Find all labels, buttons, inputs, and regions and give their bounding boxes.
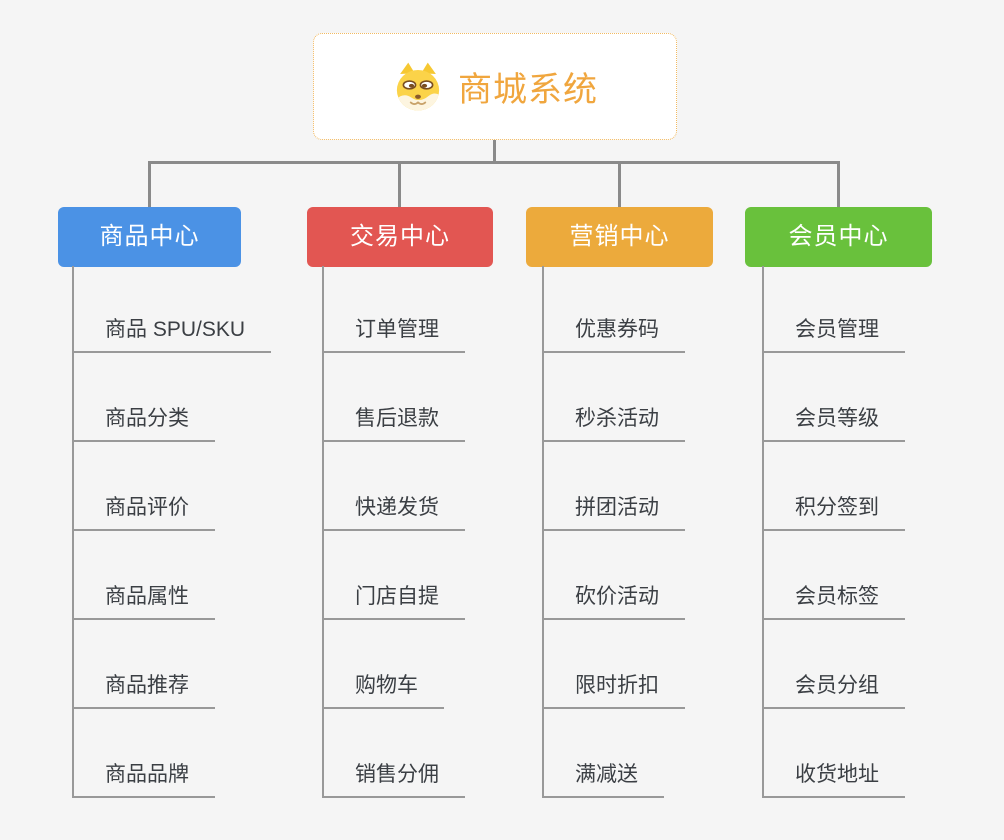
product-center-children: 商品 SPU/SKU 商品分类 商品评价 商品属性 商品推荐 商品品牌 bbox=[72, 264, 272, 798]
connector-drop-trade bbox=[398, 164, 401, 207]
branch-stem-marketing bbox=[542, 266, 544, 798]
leaf-node[interactable]: 门店自提 bbox=[322, 531, 465, 620]
leaf-node[interactable]: 商品 SPU/SKU bbox=[72, 264, 272, 353]
root-title: 商城系统 bbox=[458, 71, 598, 109]
leaf-node[interactable]: 收货地址 bbox=[762, 709, 905, 798]
leaf-node[interactable]: 砍价活动 bbox=[542, 531, 685, 620]
branch-member-center[interactable]: 会员中心 bbox=[745, 207, 932, 267]
leaf-node[interactable]: 秒杀活动 bbox=[542, 353, 685, 442]
member-center-children: 会员管理 会员等级 积分签到 会员标签 会员分组 收货地址 bbox=[762, 264, 905, 798]
doge-icon bbox=[396, 62, 440, 111]
leaf-node[interactable]: 商品分类 bbox=[72, 353, 215, 442]
leaf-node[interactable]: 会员管理 bbox=[762, 264, 905, 353]
leaf-node[interactable]: 订单管理 bbox=[322, 264, 465, 353]
leaf-node[interactable]: 销售分佣 bbox=[322, 709, 465, 798]
leaf-node[interactable]: 购物车 bbox=[322, 620, 444, 709]
branch-marketing-center[interactable]: 营销中心 bbox=[526, 207, 713, 267]
branch-stem-trade bbox=[322, 266, 324, 798]
leaf-node[interactable]: 会员等级 bbox=[762, 353, 905, 442]
connector-root-drop bbox=[493, 140, 496, 164]
leaf-node[interactable]: 限时折扣 bbox=[542, 620, 685, 709]
branch-trade-center[interactable]: 交易中心 bbox=[307, 207, 493, 267]
connector-bus bbox=[148, 161, 840, 164]
leaf-node[interactable]: 会员标签 bbox=[762, 531, 905, 620]
leaf-node[interactable]: 商品评价 bbox=[72, 442, 215, 531]
leaf-node[interactable]: 会员分组 bbox=[762, 620, 905, 709]
connector-drop-marketing bbox=[618, 164, 621, 207]
leaf-node[interactable]: 商品推荐 bbox=[72, 620, 215, 709]
connector-drop-member bbox=[837, 164, 840, 207]
trade-center-children: 订单管理 售后退款 快递发货 门店自提 购物车 销售分佣 bbox=[322, 264, 465, 798]
branch-product-center[interactable]: 商品中心 bbox=[58, 207, 241, 267]
leaf-node[interactable]: 售后退款 bbox=[322, 353, 465, 442]
leaf-node[interactable]: 积分签到 bbox=[762, 442, 905, 531]
leaf-node[interactable]: 商品品牌 bbox=[72, 709, 215, 798]
branch-stem-member bbox=[762, 266, 764, 798]
connector-drop-product bbox=[148, 164, 151, 207]
marketing-center-children: 优惠券码 秒杀活动 拼团活动 砍价活动 限时折扣 满减送 bbox=[542, 264, 685, 798]
leaf-node[interactable]: 优惠券码 bbox=[542, 264, 685, 353]
root-node[interactable]: 商城系统 bbox=[313, 33, 677, 140]
leaf-node[interactable]: 商品属性 bbox=[72, 531, 215, 620]
leaf-node[interactable]: 满减送 bbox=[542, 709, 664, 798]
branch-stem-product bbox=[72, 266, 74, 798]
leaf-node[interactable]: 拼团活动 bbox=[542, 442, 685, 531]
leaf-node[interactable]: 快递发货 bbox=[322, 442, 465, 531]
